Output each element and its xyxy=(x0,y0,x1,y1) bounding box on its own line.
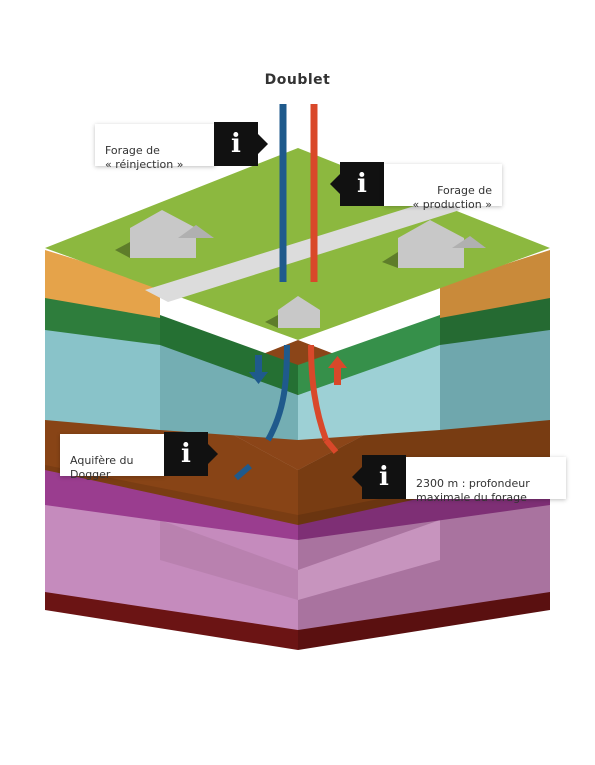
reinjection-label: Forage de « réinjection » xyxy=(95,124,215,171)
pink-layer-right xyxy=(298,500,550,630)
aquifer-label-text: Aquifère du Dogger xyxy=(70,454,134,481)
orange-layer-right xyxy=(440,250,550,318)
info-icon[interactable]: i xyxy=(352,455,406,499)
production-label: Forage de « production » xyxy=(384,164,502,211)
water-inner-left xyxy=(160,340,298,440)
info-icon[interactable]: i xyxy=(214,122,268,166)
depth-label-text: 2300 m : profondeur maximale du forage xyxy=(416,477,530,504)
reinjection-label-text: Forage de « réinjection » xyxy=(105,144,184,171)
pink-layer-inner-right xyxy=(160,520,298,600)
pink-layer-inner-left xyxy=(298,520,440,600)
diagram-title: Doublet xyxy=(264,72,331,88)
water-inner-right xyxy=(298,340,440,440)
production-label-text: Forage de « production » xyxy=(412,184,492,211)
info-icon[interactable]: i xyxy=(164,432,218,476)
depth-label: 2300 m : profondeur maximale du forage xyxy=(406,457,566,504)
green-layer-left xyxy=(45,295,160,345)
water-layer-left xyxy=(45,320,160,430)
green-layer-right xyxy=(440,295,550,345)
green-inner-r xyxy=(298,315,440,395)
reinjection-well-underground xyxy=(265,344,290,442)
orange-layer-left xyxy=(45,250,160,318)
production-well-tip xyxy=(323,438,339,454)
production-well-underground xyxy=(308,344,329,442)
pink-layer-left xyxy=(45,500,298,630)
reinjection-well-tip xyxy=(234,463,252,481)
water-layer-right xyxy=(440,320,550,430)
house-icon xyxy=(115,210,214,258)
house-icon xyxy=(382,220,486,268)
house-icon xyxy=(265,296,320,328)
road xyxy=(145,198,460,302)
aquifer-label: Aquifère du Dogger xyxy=(60,434,164,481)
info-icon[interactable]: i xyxy=(330,162,384,206)
arrow-up-icon xyxy=(328,356,347,385)
arrow-down-icon xyxy=(249,355,268,384)
